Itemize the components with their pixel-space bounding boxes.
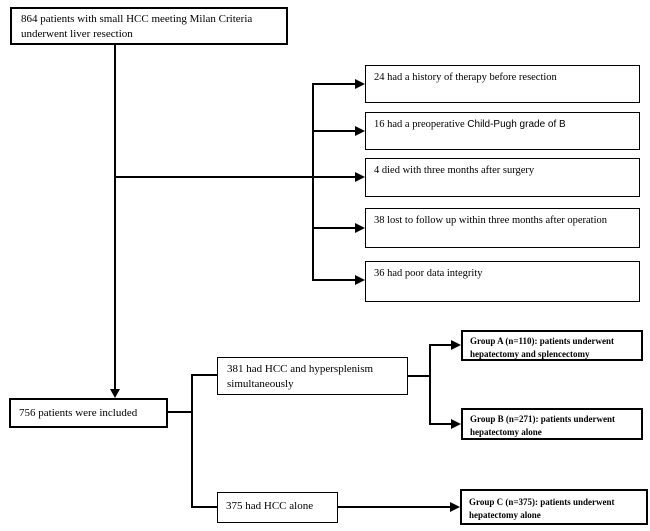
arrowhead-down-included (110, 389, 120, 398)
connector-group-ab-vertical (429, 344, 431, 425)
connector-main-vertical (114, 45, 116, 389)
arrowhead-exclusion-2 (355, 126, 365, 136)
connector-exclusion-2 (312, 130, 356, 132)
connector-exclusion-1 (312, 83, 356, 85)
connector-exclusion-spine (312, 83, 314, 281)
exclusion-prior-therapy-label: 24 had a history of therapy before resec… (374, 72, 557, 83)
arrowhead-group-a (451, 340, 461, 350)
connector-branch-to-spine (114, 176, 356, 178)
box-group-a: Group A (n=110): patients underwent hepa… (461, 330, 643, 361)
exclusion-died-label: 4 died with three months after surgery (374, 165, 535, 176)
hcc-alone-label: 375 had HCC alone (226, 500, 314, 512)
connector-included-right (168, 411, 193, 413)
arrowhead-exclusion-5 (355, 275, 365, 285)
box-exclusion-child-pugh: 16 had a preoperative Child-Pugh grade o… (365, 112, 640, 150)
connector-group-b (429, 423, 452, 425)
box-exclusion-poor-data: 36 had poor data integrity (365, 261, 640, 302)
connector-strat-split-vertical (191, 374, 193, 508)
box-hcc-alone: 375 had HCC alone (217, 492, 338, 523)
connector-hypersplenism-right (408, 375, 431, 377)
connector-group-c (338, 506, 451, 508)
arrowhead-group-c (450, 502, 460, 512)
arrowhead-exclusion-1 (355, 79, 365, 89)
box-group-c: Group C (n=375): patients underwent hepa… (460, 489, 648, 525)
box-included-patients: 756 patients were included (9, 398, 168, 428)
box-hcc-hypersplenism: 381 had HCC and hypersplenism simultaneo… (217, 357, 408, 395)
connector-to-hcc-alone (191, 506, 217, 508)
connector-group-a (429, 344, 452, 346)
box-exclusion-died: 4 died with three months after surgery (365, 158, 640, 197)
connector-exclusion-4 (312, 227, 356, 229)
included-patients-label: 756 patients were included (19, 407, 138, 419)
arrowhead-group-b (451, 419, 461, 429)
box-initial-cohort: 864 patients with small HCC meeting Mila… (10, 7, 288, 45)
box-exclusion-lost-followup: 38 lost to follow up within three months… (365, 208, 640, 248)
exclusion-child-pugh-label-sans: Child-Pugh grade of B (467, 119, 566, 130)
exclusion-poor-data-label: 36 had poor data integrity (374, 268, 483, 279)
box-group-b: Group B (n=271): patients underwent hepa… (461, 408, 643, 440)
connector-to-hypersplenism (191, 374, 217, 376)
exclusion-child-pugh-label-serif: 16 had a preoperative (374, 119, 468, 130)
box-exclusion-prior-therapy: 24 had a history of therapy before resec… (365, 65, 640, 103)
connector-exclusion-5 (312, 279, 356, 281)
arrowhead-exclusion-3 (355, 172, 365, 182)
arrowhead-exclusion-4 (355, 223, 365, 233)
exclusion-lost-followup-label: 38 lost to follow up within three months… (374, 215, 607, 226)
